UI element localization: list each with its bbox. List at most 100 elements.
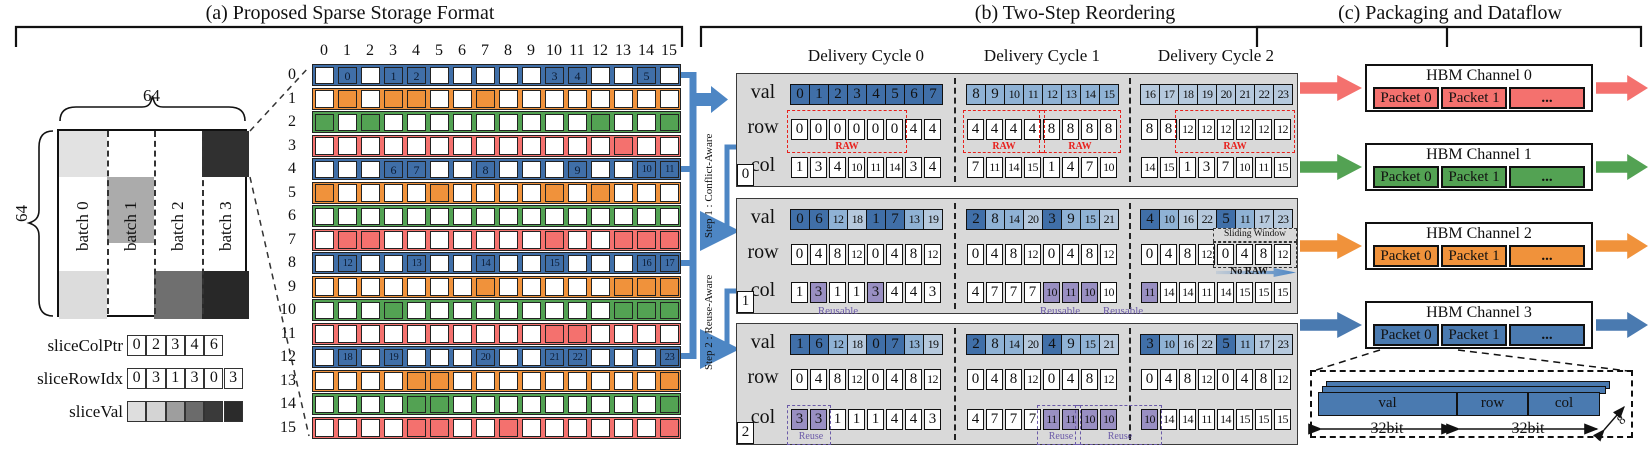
grid-col-header: 3 [389, 42, 397, 59]
grid-cell [338, 301, 357, 319]
col-cell: 14 [1217, 282, 1234, 303]
val-cell: 9 [985, 84, 1005, 105]
val-cell: 17 [1254, 209, 1274, 230]
grid-cell [637, 137, 656, 155]
val-cell: 2 [966, 334, 986, 355]
row-cell: 0 [810, 119, 827, 140]
batch-label: batch 2 [168, 201, 187, 251]
col-cell: 14 [886, 157, 903, 178]
grid-cell [430, 419, 449, 437]
col-cell: 14 [1160, 282, 1177, 303]
row-cell: 0 [886, 119, 903, 140]
col-cell: 10 [1081, 409, 1098, 430]
grid-cell [660, 207, 679, 225]
grid-cell [614, 66, 633, 84]
val-cell: 22 [1197, 334, 1217, 355]
packet-field-col: col [1528, 392, 1600, 416]
grid-row-strip [312, 181, 681, 204]
dataflow-out-arrow [1596, 233, 1648, 259]
grid-col-header: 6 [458, 42, 466, 59]
col-cell: 7 [1005, 282, 1022, 303]
val-cell: 14 [1080, 84, 1100, 105]
val-cell: 5 [885, 84, 905, 105]
sliding-window-cells-box [1213, 242, 1297, 268]
grid-cell [476, 278, 495, 296]
grid-cell [430, 395, 449, 413]
raw-label: RAW [835, 141, 859, 152]
reusable-label: Reusable [1039, 305, 1081, 317]
grid-cell [499, 113, 518, 131]
dataflow-in-arrow [1300, 154, 1362, 180]
col-cell: 3 [810, 282, 827, 303]
grid-row-header: 10 [280, 301, 296, 318]
col-cell: 11 [1062, 282, 1079, 303]
col-cell: 1 [829, 409, 846, 430]
col-cell: 7 [1217, 157, 1234, 178]
grid-cell [384, 419, 403, 437]
row-cell: 12 [924, 369, 941, 390]
group-id-badge: 1 [737, 291, 754, 313]
grid-cell [361, 419, 380, 437]
col-cell: 4 [924, 157, 941, 178]
row-cell: 8 [829, 244, 846, 265]
grid-cell [568, 395, 587, 413]
grid-cell [476, 66, 495, 84]
row-cell: 8 [829, 369, 846, 390]
packet-cell: Packet 1 [1441, 166, 1507, 188]
detail-line-right [1457, 349, 1629, 372]
val-cell: 18 [847, 209, 867, 230]
grid-cell [453, 90, 472, 108]
row-cell: 8 [1255, 369, 1272, 390]
packet-cell: ... [1509, 166, 1585, 188]
grid-cell [384, 301, 403, 319]
grid-cell: 5 [637, 66, 656, 84]
val-cell: 6 [809, 209, 829, 230]
row-cell: 8 [1255, 244, 1272, 265]
slice-array-label: sliceColPtr [47, 336, 123, 355]
slice-array-cell [184, 401, 205, 422]
val-cell: 14 [1004, 334, 1024, 355]
grid-cell [637, 207, 656, 225]
grid-cell [545, 372, 564, 390]
val-cell: 19 [923, 334, 943, 355]
grid-cell [315, 90, 334, 108]
grid-cell [315, 254, 334, 272]
grid-row-strip [312, 228, 681, 251]
grid-cell: 8 [476, 160, 495, 178]
grid-cell [407, 231, 426, 249]
grid-cell: 16 [637, 254, 656, 272]
row-cell: 0 [829, 119, 846, 140]
grid-cell [568, 207, 587, 225]
grid-cell [522, 348, 541, 366]
col-cell: 14 [1179, 282, 1196, 303]
grid-cell [338, 137, 357, 155]
slice-array-cell [146, 401, 166, 422]
grid-cell [407, 207, 426, 225]
slice-array-cell [204, 401, 224, 422]
grid-row-header: 6 [288, 207, 296, 224]
packet-field-row: row [1457, 392, 1528, 416]
delivery-cycle-header: Delivery Cycle 0 [807, 46, 925, 65]
col-cell: 11 [986, 157, 1003, 178]
batch-block [59, 271, 107, 319]
grid-cell [637, 395, 656, 413]
col-cell: 4 [1062, 157, 1079, 178]
delivery-cycle-header: Delivery Cycle 2 [1157, 46, 1275, 65]
row-cell: 12 [1100, 369, 1117, 390]
array-row-label: row [747, 116, 779, 138]
grid-cell [338, 419, 357, 437]
col-cell: 3 [867, 282, 884, 303]
grid-cell [430, 348, 449, 366]
grid-cell [407, 419, 426, 437]
grid-row-header: 2 [288, 113, 296, 130]
val-cell: 15 [1080, 334, 1100, 355]
grid-col-header: 11 [569, 42, 585, 59]
slice-array-cell: 0 [204, 368, 224, 389]
val-cell: 13 [904, 209, 924, 230]
grid-row-header: 5 [288, 183, 296, 201]
grid-cell [545, 137, 564, 155]
grid-cell [384, 395, 403, 413]
grid-cell: 9 [568, 160, 587, 178]
grid-row-strip [312, 299, 681, 321]
